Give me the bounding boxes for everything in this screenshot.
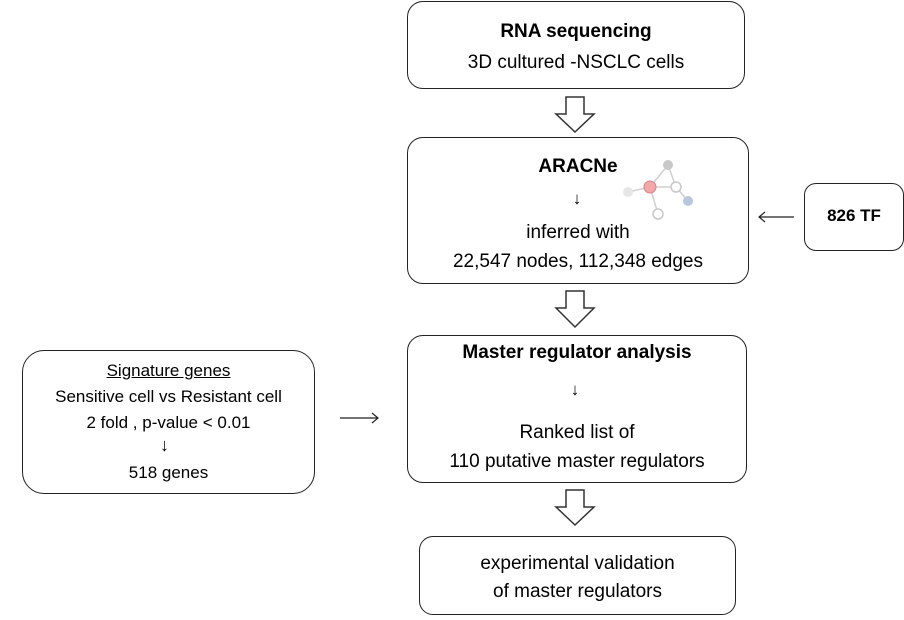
master-regulator-line2: 110 putative master regulators — [449, 451, 705, 472]
validation-line2: of master regulators — [493, 581, 662, 602]
validation-box: experimental validation of master regula… — [419, 536, 736, 615]
block-down-arrow-icon — [554, 290, 596, 329]
aracne-box: ARACNe ↓ inferred with 22,547 nodes, 112… — [407, 137, 749, 284]
down-arrow-icon: ↓ — [572, 189, 582, 208]
signature-genes-line3: 518 genes — [128, 463, 209, 482]
block-down-arrow-icon — [554, 96, 596, 134]
signature-genes-line2: 2 fold , p-value < 0.01 — [86, 413, 251, 432]
rna-sequencing-subtitle: 3D cultured -NSCLC cells — [467, 52, 685, 73]
master-regulator-box: Master regulator analysis ↓ Ranked list … — [407, 335, 747, 483]
aracne-line1: inferred with — [526, 222, 630, 243]
master-regulator-line1: Ranked list of — [519, 422, 635, 443]
aracne-title: ARACNe — [538, 156, 618, 177]
rna-sequencing-title: RNA sequencing — [500, 21, 652, 42]
down-arrow-icon: ↓ — [570, 380, 580, 399]
tf-label: 826 TF — [827, 206, 881, 225]
right-arrow-icon — [340, 412, 379, 424]
aracne-line2: 22,547 nodes, 112,348 edges — [452, 251, 704, 272]
block-down-arrow-icon — [554, 489, 596, 527]
rna-sequencing-box: RNA sequencing 3D cultured -NSCLC cells — [407, 1, 745, 89]
signature-genes-box: Signature genes Sensitive cell vs Resist… — [22, 350, 315, 494]
left-arrow-icon — [758, 211, 794, 223]
master-regulator-title: Master regulator analysis — [462, 342, 692, 363]
signature-genes-line1: Sensitive cell vs Resistant cell — [55, 387, 282, 406]
network-icon — [623, 160, 693, 220]
validation-line1: experimental validation — [480, 553, 675, 574]
down-arrow-icon: ↓ — [160, 435, 169, 455]
signature-genes-title: Signature genes — [106, 361, 231, 380]
